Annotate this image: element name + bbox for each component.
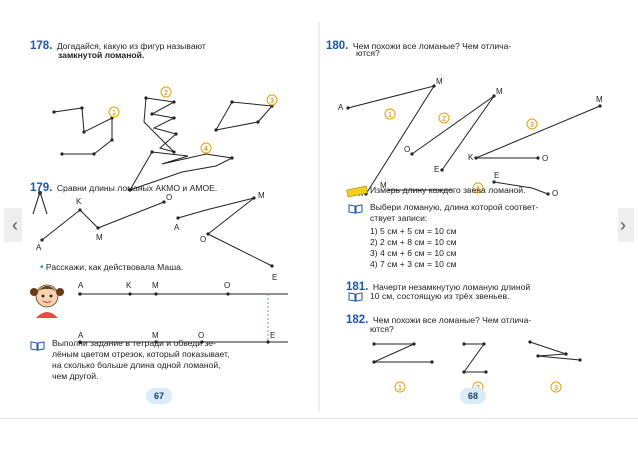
task-182-heading: 182. Чем похожи все ломаные? Чем отлича- [346,310,531,328]
point-label: M [436,77,443,86]
figure-label: 4 [204,146,208,153]
choose-line-2: ствует записи: [370,213,428,223]
point-label: M [152,281,159,290]
task-180-heading: 180. Чем похожи все ломаные? Чем отлича- [326,36,511,54]
bullet-dot-icon: • [40,262,44,273]
task-181-line2: 10 см, состоящую из трёх звеньев. [370,291,510,301]
figure-number-badges: 1 2 3 4 [108,86,278,154]
figure-number-badges: 1 2 3 4 [384,108,538,194]
point-label: M [96,233,103,242]
instruction-line-3: на сколько больше длина одной ломаной, [52,360,221,370]
task-178-heading: 178. Догадайся, какую из фигур называют [30,36,206,54]
task-number: 180. [326,40,349,52]
task-182-line2: ются? [370,324,394,334]
figure-label: 3 [270,98,274,105]
task-180-line2: ются? [356,48,380,58]
point-label: E [494,171,499,180]
task-180-polylines: A M M M K O E K O M E O 1 2 3 4 [338,77,603,198]
option-3: 3) 4 см + 6 см = 10 см [370,248,457,258]
point-label: M [258,191,265,200]
point-label: K [126,281,132,290]
figure-label: 1 [112,110,116,117]
figure-label: 1 [388,112,392,119]
page-68: 180. Чем похожи все ломаные? Чем отлича-… [320,22,618,412]
task-182-polylines: 1 2 3 [372,340,582,393]
point-label: A [78,281,84,290]
page-number-badge: 67 [146,388,172,404]
task-179-measure-lines: A K M O A M O E [78,281,288,344]
option-1: 1) 5 см + 5 см = 10 см [370,226,457,236]
point-label: A [78,331,84,340]
option-2: 2) 2 см + 8 см = 10 см [370,237,457,247]
task-text: Сравни длины ломаных АКМО и АМОЕ. [56,183,218,193]
point-label: M [152,331,159,340]
figure-label: 1 [398,385,402,392]
instruction-line-2: лёным цветом отрезок, который показывает… [52,349,230,359]
open-book-icon [30,341,45,351]
task-text: Догадайся, какую из фигур называют [56,41,206,51]
task-178-figures: 1 2 3 4 [52,86,278,192]
instruction-line-1: Выполни задание в тетради и обведи зе- [52,338,216,348]
point-label: E [272,273,277,282]
point-label: O [224,281,230,290]
point-label: O [200,235,206,244]
instruction-line-4: чем другой. [52,371,99,381]
bottom-divider [0,418,638,419]
chevron-left-icon: ‹ [12,214,18,235]
masha-girl-icon [30,284,64,318]
previous-page-button[interactable]: ‹ [4,208,26,242]
point-label: A [36,243,42,252]
point-label: O [542,154,548,163]
task-181-heading: 181. Начерти незамкнутую ломаную длиной [346,277,530,295]
point-label: M [496,87,503,96]
task-text: Чем похожи все ломаные? Чем отлича- [372,315,532,325]
point-label: E [434,165,439,174]
chevron-right-icon: › [620,214,626,235]
compass-icon [32,190,48,215]
point-label: O [404,145,410,154]
task-number: 178. [30,40,53,52]
point-label: A [338,103,344,112]
task-number: 182. [346,314,369,326]
bullet-line: • Расскажи, как действовала Маша. [40,262,183,273]
task-179-heading: 179. Сравни длины ломаных АКМО и АМОЕ. [30,178,217,196]
figure-label: 3 [530,122,534,129]
point-label: M [380,181,387,190]
task-178-line2: замкнутой ломаной. [58,50,145,60]
task-text: Начерти незамкнутую ломаную длиной [372,282,531,292]
figure-label: 4 [476,186,480,193]
ruler-icon [346,185,368,198]
point-label: A [174,223,180,232]
figure-label: 2 [442,116,446,123]
measure-text: Измерь длину каждого звена ломаной. [370,185,526,195]
open-book-icon [348,204,363,214]
point-label: O [552,189,558,198]
task-text: Чем похожи все ломаные? Чем отлича- [352,41,512,51]
option-4: 4) 7 см + 3 см = 10 см [370,259,457,269]
task-number: 179. [30,182,53,194]
bullet-text: Расскажи, как действовала Маша. [45,262,184,272]
point-label: E [270,331,275,340]
task-179-polylines: A K M O A O M E [36,191,277,282]
figure-label: 3 [554,385,558,392]
page-67: 178. Догадайся, какую из фигур называют … [22,22,318,412]
point-label: M [596,95,603,104]
point-label: K [468,153,474,162]
point-label: O [166,193,172,202]
book-fold [318,22,320,412]
point-label: K [76,197,82,206]
figure-label: 2 [164,90,168,97]
page-number-badge: 68 [460,388,486,404]
point-label: O [198,331,204,340]
choose-line-1: Выбери ломаную, длина которой соответ- [370,202,539,212]
open-book-icon [348,292,363,302]
task-number: 181. [346,281,369,293]
